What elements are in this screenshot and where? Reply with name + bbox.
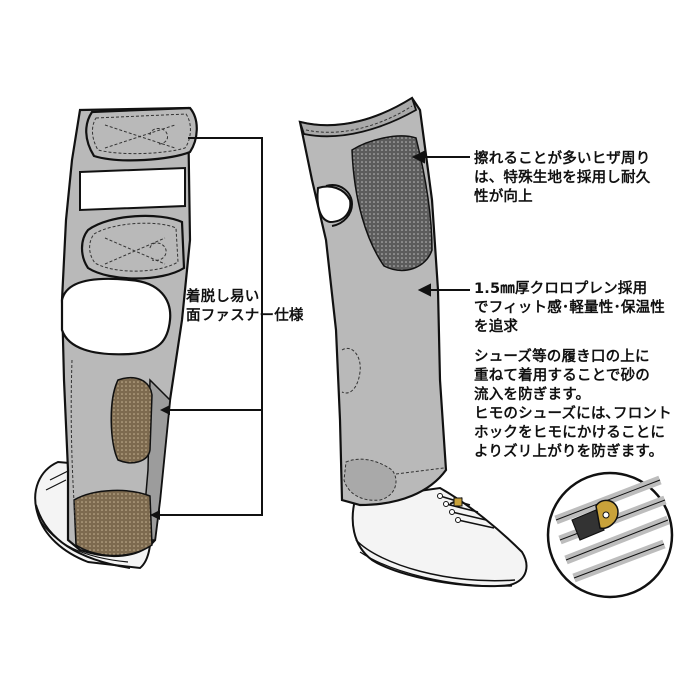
callout-line: を追求 <box>474 319 519 335</box>
fastener-callout: 着脱し易い 面ファスナー仕様 <box>186 288 304 326</box>
hook-detail-inset <box>546 471 674 599</box>
callout-line: でフィット感･軽量性･保温性 <box>474 300 666 316</box>
callout-line: 重ねて着用することで砂の <box>474 368 650 384</box>
callout-line: 流入を防ぎます。 <box>474 387 591 403</box>
shoes-callout: シューズ等の履き口の上に 重ねて着用することで砂の 流入を防ぎます。 ヒモのシュ… <box>474 348 672 462</box>
callout-line: 1.5㎜厚クロロプレン採用 <box>474 281 648 297</box>
callout-line: ホックをヒモにかけることに <box>474 425 666 441</box>
callout-line: ヒモのシューズには､フロント <box>474 406 672 422</box>
right-leg-guard <box>298 96 528 588</box>
knee-callout: 擦れることが多いヒザ周り は、特殊生地を採用し耐久 性が向上 <box>474 150 650 207</box>
bracket-arrowheads <box>150 405 170 520</box>
callout-line: 着脱し易い <box>186 289 260 305</box>
callout-line: 擦れることが多いヒザ周り <box>474 151 651 167</box>
fastener-bracket <box>160 137 263 516</box>
right-shoe <box>351 486 528 588</box>
leader-arrows <box>411 150 470 297</box>
callout-line: 面ファスナー仕様 <box>186 308 304 324</box>
material-callout: 1.5㎜厚クロロプレン採用 でフィット感･軽量性･保温性 を追求 <box>474 280 665 337</box>
callout-line: シューズ等の履き口の上に <box>474 349 650 365</box>
callout-line: よりズリ上がりを防ぎます。 <box>474 444 664 460</box>
left-leg-guard <box>34 106 198 570</box>
callout-line: 性が向上 <box>474 189 533 205</box>
callout-line: は、特殊生地を採用し耐久 <box>474 170 651 186</box>
